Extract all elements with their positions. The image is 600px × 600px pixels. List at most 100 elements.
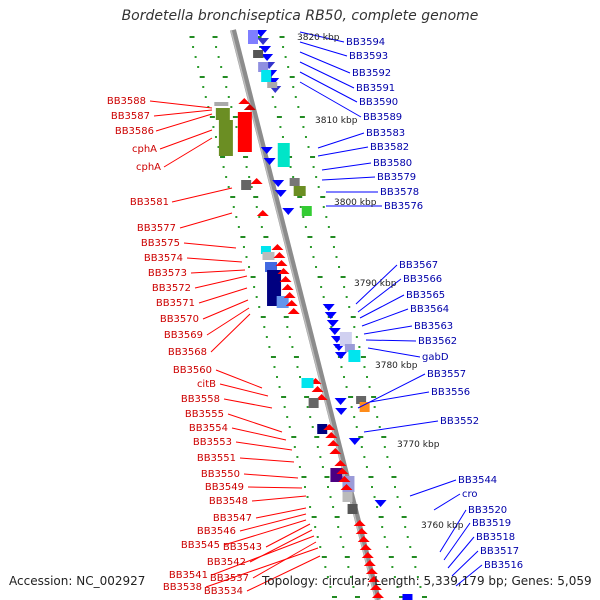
gene-block[interactable] xyxy=(258,62,269,72)
gene-label[interactable]: BB3564 xyxy=(410,304,449,315)
gene-label[interactable]: BB3548 xyxy=(209,496,248,507)
gene-block[interactable] xyxy=(342,492,353,502)
gene-label[interactable]: BB3557 xyxy=(427,369,466,380)
gene-label[interactable]: BB3581 xyxy=(130,197,169,208)
gene-label[interactable]: BB3518 xyxy=(476,532,515,543)
gene-label[interactable]: BB3575 xyxy=(141,238,180,249)
gene-block[interactable] xyxy=(248,30,258,44)
gene-block[interactable] xyxy=(261,70,272,82)
gene-block[interactable] xyxy=(237,112,252,152)
reverse-gene-arrow[interactable] xyxy=(263,158,276,165)
gene-label[interactable]: BB3579 xyxy=(377,172,416,183)
gene-label[interactable]: BB3592 xyxy=(352,68,391,79)
gene-label[interactable]: BB3543 xyxy=(223,542,262,553)
gene-label[interactable]: BB3586 xyxy=(115,126,154,137)
forward-gene-arrow[interactable] xyxy=(323,424,336,430)
gene-label[interactable]: BB3566 xyxy=(403,274,442,285)
gene-label[interactable]: BB3549 xyxy=(205,482,244,493)
forward-gene-arrow[interactable] xyxy=(329,448,342,454)
reverse-gene-arrow[interactable] xyxy=(261,54,274,61)
forward-gene-arrow[interactable] xyxy=(285,300,298,306)
forward-gene-arrow[interactable] xyxy=(359,544,372,550)
gene-label[interactable]: BB3593 xyxy=(349,51,388,62)
forward-gene-arrow[interactable] xyxy=(277,268,290,274)
gene-label[interactable]: gabD xyxy=(422,352,449,363)
gene-label[interactable]: BB3550 xyxy=(201,469,240,480)
reverse-gene-arrow[interactable] xyxy=(257,38,270,45)
gene-label[interactable]: BB3589 xyxy=(363,112,402,123)
gene-block[interactable] xyxy=(276,296,289,308)
forward-gene-arrow[interactable] xyxy=(287,308,300,314)
gene-label[interactable]: BB3554 xyxy=(189,423,228,434)
gene-block[interactable] xyxy=(301,378,314,388)
gene-block[interactable] xyxy=(218,120,233,156)
forward-gene-arrow[interactable] xyxy=(357,536,370,542)
gene-label[interactable]: BB3520 xyxy=(468,505,507,516)
gene-block[interactable] xyxy=(289,178,300,186)
forward-gene-arrow[interactable] xyxy=(334,460,347,466)
gene-label[interactable]: BB3560 xyxy=(173,365,212,376)
forward-gene-arrow[interactable] xyxy=(365,568,378,574)
gene-label[interactable]: BB3519 xyxy=(472,518,511,529)
gene-block[interactable] xyxy=(214,102,229,106)
gene-block[interactable] xyxy=(260,246,271,254)
gene-label[interactable]: BB3573 xyxy=(148,268,187,279)
gene-label[interactable]: BB3577 xyxy=(137,223,176,234)
gene-label[interactable]: BB3552 xyxy=(440,416,479,427)
forward-gene-arrow[interactable] xyxy=(271,244,284,250)
gene-label[interactable]: BB3562 xyxy=(418,336,457,347)
gene-label[interactable]: BB3534 xyxy=(204,586,243,597)
gene-label[interactable]: BB3576 xyxy=(384,201,423,212)
forward-gene-arrow[interactable] xyxy=(361,552,374,558)
gene-label[interactable]: BB3553 xyxy=(193,437,232,448)
reverse-gene-arrow[interactable] xyxy=(272,180,285,187)
gene-label[interactable]: BB3541 xyxy=(169,570,208,581)
gene-block[interactable] xyxy=(402,594,413,600)
gene-label[interactable]: BB3546 xyxy=(197,526,236,537)
gene-label[interactable]: BB3591 xyxy=(356,83,395,94)
reverse-gene-arrow[interactable] xyxy=(326,320,339,327)
gene-label[interactable]: BB3587 xyxy=(111,111,150,122)
reverse-gene-arrow[interactable] xyxy=(259,46,272,53)
gene-label[interactable]: BB3547 xyxy=(213,513,252,524)
reverse-gene-arrow[interactable] xyxy=(335,408,348,415)
gene-block[interactable] xyxy=(344,344,355,352)
forward-gene-arrow[interactable] xyxy=(371,592,384,598)
gene-label[interactable]: BB3590 xyxy=(359,97,398,108)
gene-label[interactable]: cphA xyxy=(136,162,161,173)
reverse-gene-arrow[interactable] xyxy=(334,352,347,359)
forward-gene-arrow[interactable] xyxy=(279,276,292,282)
forward-gene-arrow[interactable] xyxy=(283,292,296,298)
forward-gene-arrow[interactable] xyxy=(340,484,353,490)
forward-gene-arrow[interactable] xyxy=(367,576,380,582)
gene-label[interactable]: BB3568 xyxy=(168,347,207,358)
reverse-gene-arrow[interactable] xyxy=(334,398,347,405)
gene-label[interactable]: BB3594 xyxy=(346,37,385,48)
gene-block[interactable] xyxy=(241,180,252,190)
gene-block[interactable] xyxy=(356,396,367,404)
forward-gene-arrow[interactable] xyxy=(353,520,366,526)
reverse-gene-arrow[interactable] xyxy=(322,304,335,311)
gene-block[interactable] xyxy=(253,50,264,58)
gene-label[interactable]: BB3570 xyxy=(160,314,199,325)
forward-gene-arrow[interactable] xyxy=(238,98,251,104)
gene-label[interactable]: cphA xyxy=(132,144,157,155)
gene-block[interactable] xyxy=(339,332,352,346)
forward-gene-arrow[interactable] xyxy=(325,432,338,438)
forward-gene-arrow[interactable] xyxy=(250,178,263,184)
gene-label[interactable]: BB3572 xyxy=(152,283,191,294)
forward-gene-arrow[interactable] xyxy=(327,440,340,446)
forward-gene-arrow[interactable] xyxy=(336,468,349,474)
gene-label[interactable]: BB3538 xyxy=(163,582,202,593)
gene-label[interactable]: citB xyxy=(197,379,216,390)
gene-label[interactable]: BB3574 xyxy=(144,253,183,264)
gene-label[interactable]: BB3578 xyxy=(380,187,419,198)
gene-block[interactable] xyxy=(301,206,312,216)
gene-label[interactable]: BB3556 xyxy=(431,387,470,398)
gene-label[interactable]: BB3580 xyxy=(373,158,412,169)
reverse-gene-arrow[interactable] xyxy=(324,312,337,319)
gene-label[interactable]: BB3545 xyxy=(181,540,220,551)
reverse-gene-arrow[interactable] xyxy=(328,328,341,335)
gene-block[interactable] xyxy=(359,402,370,412)
forward-gene-arrow[interactable] xyxy=(338,476,351,482)
